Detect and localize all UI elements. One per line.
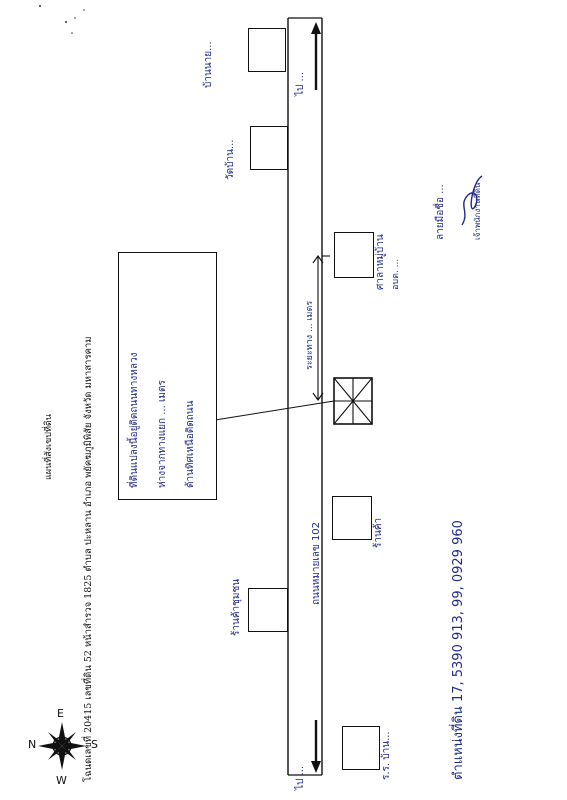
coordinates-text: ตำแหน่งที่ดิน 17, 5390 913, 99, 0929 960 — [451, 520, 466, 780]
compass-rose-icon — [38, 722, 86, 770]
note-leader-line — [214, 400, 335, 421]
road-distance-label: ระยะทาง ... เมตร — [305, 300, 315, 370]
building-box-l2 — [248, 28, 286, 72]
landmark-label-l2: บ้านนาย... — [203, 41, 214, 88]
arrow-up-head — [311, 22, 321, 34]
scan-specks — [39, 5, 85, 34]
note-line-1: ที่ดินแปลงนี้อยู่ติดถนนทางหลวง — [129, 352, 140, 488]
road — [287, 17, 323, 776]
distance-marker — [312, 255, 330, 401]
building-box-l4 — [332, 496, 372, 540]
note-box — [118, 252, 217, 500]
landmark-label-l5: ศาลาหมู่บ้าน — [375, 234, 386, 290]
header-line: โฉนดเลขที่ 20415 เลขที่ดิน 52 หน้าสำรวจ … — [83, 336, 94, 782]
arrow-down-head — [311, 761, 321, 773]
road-name: ถนนหมายเลข 102 — [311, 521, 322, 605]
landmark-label-l3: ร.ร. บ้าน... — [381, 731, 392, 780]
building-box-l3 — [342, 726, 380, 770]
signature-name: ลายมือชื่อ ... — [435, 184, 446, 240]
landmark-label-l7: อบต. ... — [391, 258, 401, 290]
building-box-l6 — [250, 126, 288, 170]
signature-scribble — [461, 175, 483, 226]
land-parcel — [333, 377, 373, 425]
note-line-3: ด้านทิศเหนือติดถนน — [185, 400, 196, 488]
compass-w: W — [56, 774, 67, 787]
compass-n: N — [28, 738, 37, 751]
building-box-l1 — [248, 588, 288, 632]
signature-position: เจ้าพนักงานที่ดิน — [473, 182, 482, 240]
landmark-label-l6: วัดบ้าน... — [225, 139, 236, 180]
page-title: แผนที่สังเขปที่ดิน — [44, 414, 54, 480]
landmark-label-l1: ร้านค้าชุมชน — [231, 578, 242, 636]
road-end-bottom-label: ไป ... — [295, 765, 306, 790]
compass-e: E — [57, 707, 64, 720]
landmark-label-l4: ร้านค้า — [373, 517, 384, 548]
building-box-l5 — [334, 232, 374, 278]
note-line-2: ห่างจากทางแยก ... เมตร — [157, 380, 168, 488]
road-end-top-label: ไป ... — [295, 71, 306, 96]
compass-s: S — [91, 738, 98, 751]
